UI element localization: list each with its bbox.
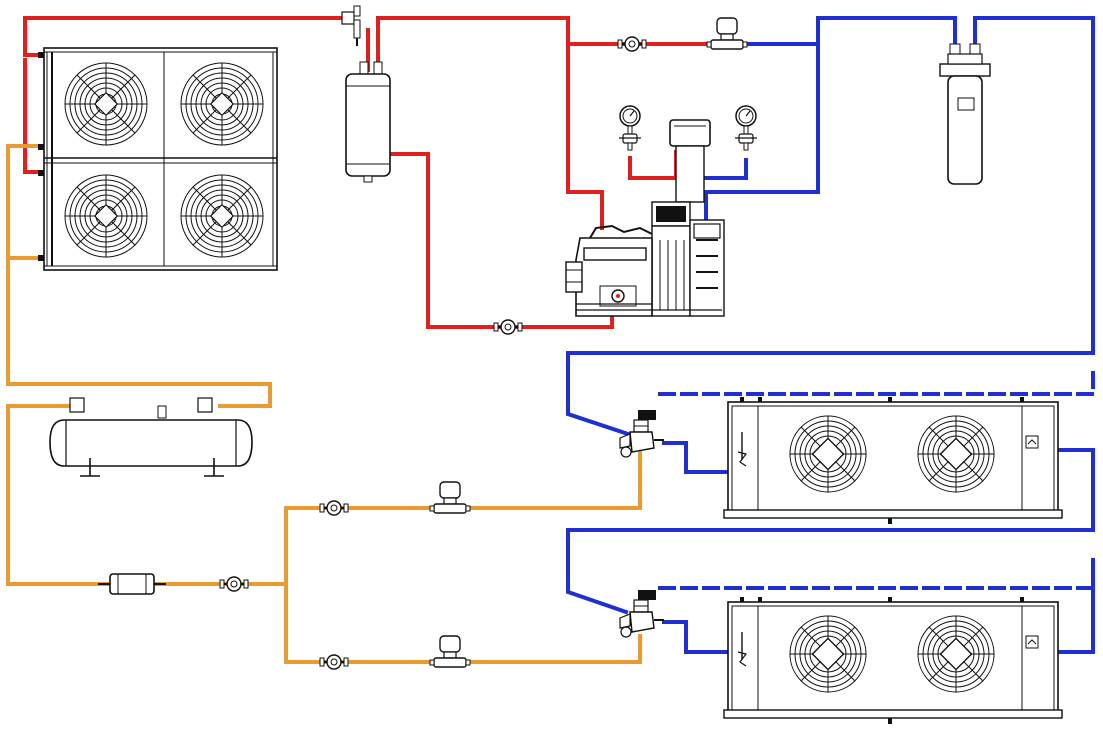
sight-glass-icon	[617, 36, 647, 52]
oil-separator-icon	[345, 61, 391, 183]
sight-glass-icon	[493, 319, 523, 335]
evaporator-fan-icon	[789, 415, 867, 493]
pressure-gauge-icon	[734, 105, 758, 151]
suction-line-gauge	[704, 158, 748, 180]
air-cooled-condenser-icon	[38, 47, 278, 271]
discharge-line-condenser-feed	[23, 53, 44, 174]
discharge-line-to-gauge	[628, 150, 678, 180]
suction-line-accumulator-out	[566, 16, 1095, 437]
sight-glass-icon	[319, 654, 349, 670]
liquid-line-branch-2	[284, 582, 642, 664]
unit-cooler-icon	[723, 596, 1063, 725]
suction-accumulator-icon	[939, 43, 991, 185]
pressure-gauge-icon	[618, 105, 642, 151]
discharge-line-top	[23, 16, 347, 57]
liquid-line-condenser-out	[6, 144, 272, 408]
condenser-fan-icon	[64, 174, 148, 258]
liquid-line-branch-1	[284, 450, 642, 586]
evaporator-fan-icon	[917, 415, 995, 493]
evaporator-fan-icon	[917, 615, 995, 693]
sight-glass-icon	[319, 500, 349, 516]
evaporator-fan-icon	[789, 615, 867, 693]
suction-line-evap2	[662, 620, 732, 654]
liquid-receiver-icon	[49, 397, 253, 477]
discharge-line-oilsep-to-compressor	[366, 16, 604, 230]
check-valve-icon	[341, 5, 361, 46]
suction-line-evap1	[662, 441, 732, 474]
unit-cooler-icon	[723, 396, 1063, 525]
equalizer-line-1	[658, 368, 1095, 396]
filter-drier-icon	[98, 573, 166, 595]
condenser-fan-icon	[180, 174, 264, 258]
suction-line-evap2-out	[1056, 558, 1095, 654]
suction-line-top	[744, 16, 957, 52]
oil-return-line	[388, 152, 614, 329]
solenoid-valve-icon	[706, 17, 748, 50]
condenser-fan-icon	[180, 62, 264, 146]
suction-line-evap1-out	[566, 448, 1095, 615]
condenser-fan-icon	[64, 62, 148, 146]
equalizer-line-2	[658, 566, 1095, 590]
solenoid-valve-icon	[429, 481, 471, 514]
semi-hermetic-compressor-icon	[565, 119, 725, 317]
sight-glass-icon	[219, 576, 249, 592]
solenoid-valve-icon	[429, 635, 471, 668]
suction-line-compressor	[704, 42, 820, 222]
